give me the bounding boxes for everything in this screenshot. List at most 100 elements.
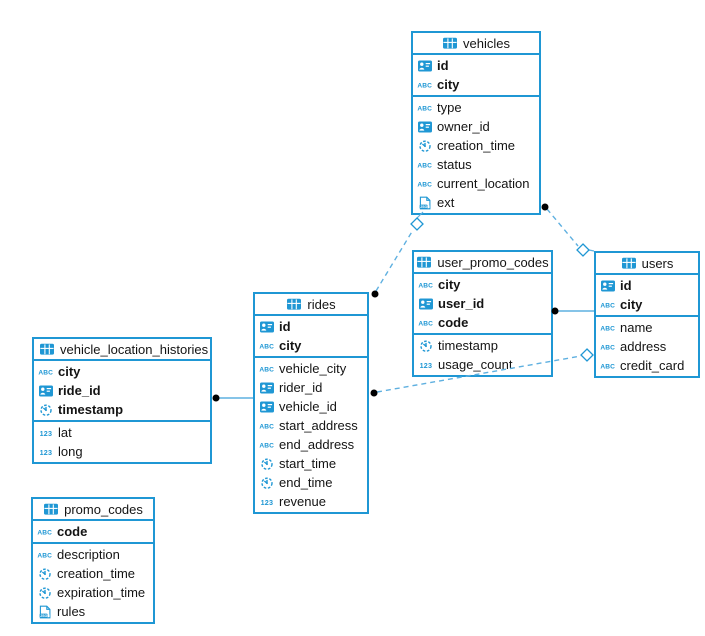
relation-vehicle_location_histories-rides (212, 394, 253, 402)
column-name: ride_id (58, 383, 101, 398)
text-type-icon (37, 548, 53, 562)
column-row[interactable]: timestamp (34, 400, 210, 419)
column-row[interactable]: current_location (413, 174, 539, 193)
column-row[interactable]: code (33, 522, 153, 541)
column-row[interactable]: end_time (255, 473, 367, 492)
column-name: city (58, 364, 81, 379)
column-name: code (57, 524, 88, 539)
columns-section: name address credit_card (596, 317, 698, 376)
text-type-icon (417, 177, 433, 191)
table-rides[interactable]: rides id city vehicle_city rider_id (253, 292, 369, 514)
column-row[interactable]: city (413, 75, 539, 94)
column-row[interactable]: expiration_time (33, 583, 153, 602)
column-row[interactable]: id (255, 317, 367, 336)
column-name: name (620, 320, 653, 335)
table-name: user_promo_codes (437, 254, 549, 270)
column-row[interactable]: credit_card (596, 356, 698, 375)
time-type-icon (417, 139, 433, 153)
column-row[interactable]: rider_id (255, 378, 367, 397)
uuid-type-icon (259, 320, 275, 334)
time-type-icon (259, 457, 275, 471)
uuid-type-icon (417, 120, 433, 134)
column-row[interactable]: user_id (414, 294, 551, 313)
number-type-icon (38, 445, 54, 459)
uuid-type-icon (259, 381, 275, 395)
text-type-icon (417, 101, 433, 115)
table-icon (621, 256, 637, 270)
table-vehicle_location_histories[interactable]: vehicle_location_histories city ride_id … (32, 337, 212, 464)
column-row[interactable]: description (33, 545, 153, 564)
time-type-icon (37, 567, 53, 581)
column-row[interactable]: type (413, 98, 539, 117)
column-row[interactable]: owner_id (413, 117, 539, 136)
time-type-icon (38, 403, 54, 417)
column-name: user_id (438, 296, 485, 311)
number-type-icon (38, 426, 54, 440)
column-row[interactable]: timestamp (414, 336, 551, 355)
column-name: credit_card (620, 358, 685, 373)
column-row[interactable]: name (596, 318, 698, 337)
time-type-icon (259, 476, 275, 490)
column-row[interactable]: vehicle_city (255, 359, 367, 378)
table-user_promo_codes[interactable]: user_promo_codes city user_id code times… (412, 250, 553, 377)
column-row[interactable]: code (414, 313, 551, 332)
text-type-icon (38, 365, 54, 379)
table-icon (286, 297, 302, 311)
column-row[interactable]: ride_id (34, 381, 210, 400)
column-name: owner_id (437, 119, 490, 134)
column-row[interactable]: city (34, 362, 210, 381)
table-header[interactable]: users (596, 253, 698, 275)
table-name: users (641, 255, 674, 271)
column-row[interactable]: long (34, 442, 210, 461)
column-row[interactable]: ext (413, 193, 539, 212)
table-header[interactable]: vehicle_location_histories (34, 339, 210, 361)
table-header[interactable]: vehicles (413, 33, 539, 55)
text-type-icon (418, 316, 434, 330)
column-row[interactable]: end_address (255, 435, 367, 454)
column-name: id (279, 319, 291, 334)
number-type-icon (259, 495, 275, 509)
table-vehicles[interactable]: vehicles id city type owner_id c (411, 31, 541, 215)
column-row[interactable]: creation_time (413, 136, 539, 155)
column-name: rider_id (279, 380, 323, 395)
table-users[interactable]: users id city name address credi (594, 251, 700, 378)
table-promo_codes[interactable]: promo_codes code description creation_ti… (31, 497, 155, 624)
column-row[interactable]: creation_time (33, 564, 153, 583)
table-header[interactable]: promo_codes (33, 499, 153, 521)
column-row[interactable]: usage_count (414, 355, 551, 374)
column-row[interactable]: status (413, 155, 539, 174)
column-row[interactable]: lat (34, 423, 210, 442)
column-name: city (437, 77, 460, 92)
column-row[interactable]: vehicle_id (255, 397, 367, 416)
table-header[interactable]: user_promo_codes (414, 252, 551, 274)
column-name: revenue (279, 494, 326, 509)
column-row[interactable]: city (414, 275, 551, 294)
column-row[interactable]: start_time (255, 454, 367, 473)
column-name: vehicle_city (279, 361, 347, 376)
column-row[interactable]: rules (33, 602, 153, 621)
columns-section: lat long (34, 422, 210, 462)
column-name: end_address (279, 437, 355, 452)
table-name: rides (307, 296, 336, 312)
time-type-icon (37, 586, 53, 600)
uuid-type-icon (38, 384, 54, 398)
column-row[interactable]: start_address (255, 416, 367, 435)
json-type-icon (417, 196, 433, 210)
key-columns-section: city user_id code (414, 274, 551, 335)
text-type-icon (259, 362, 275, 376)
column-name: usage_count (438, 357, 513, 372)
column-name: timestamp (438, 338, 498, 353)
column-row[interactable]: address (596, 337, 698, 356)
table-header[interactable]: rides (255, 294, 367, 316)
column-row[interactable]: revenue (255, 492, 367, 511)
column-row[interactable]: city (596, 295, 698, 314)
column-row[interactable]: id (413, 56, 539, 75)
column-name: end_time (279, 475, 333, 490)
text-type-icon (37, 525, 53, 539)
column-name: ext (437, 195, 455, 210)
column-name: id (620, 278, 632, 293)
column-row[interactable]: id (596, 276, 698, 295)
text-type-icon (417, 158, 433, 172)
column-row[interactable]: city (255, 336, 367, 355)
json-type-icon (37, 605, 53, 619)
